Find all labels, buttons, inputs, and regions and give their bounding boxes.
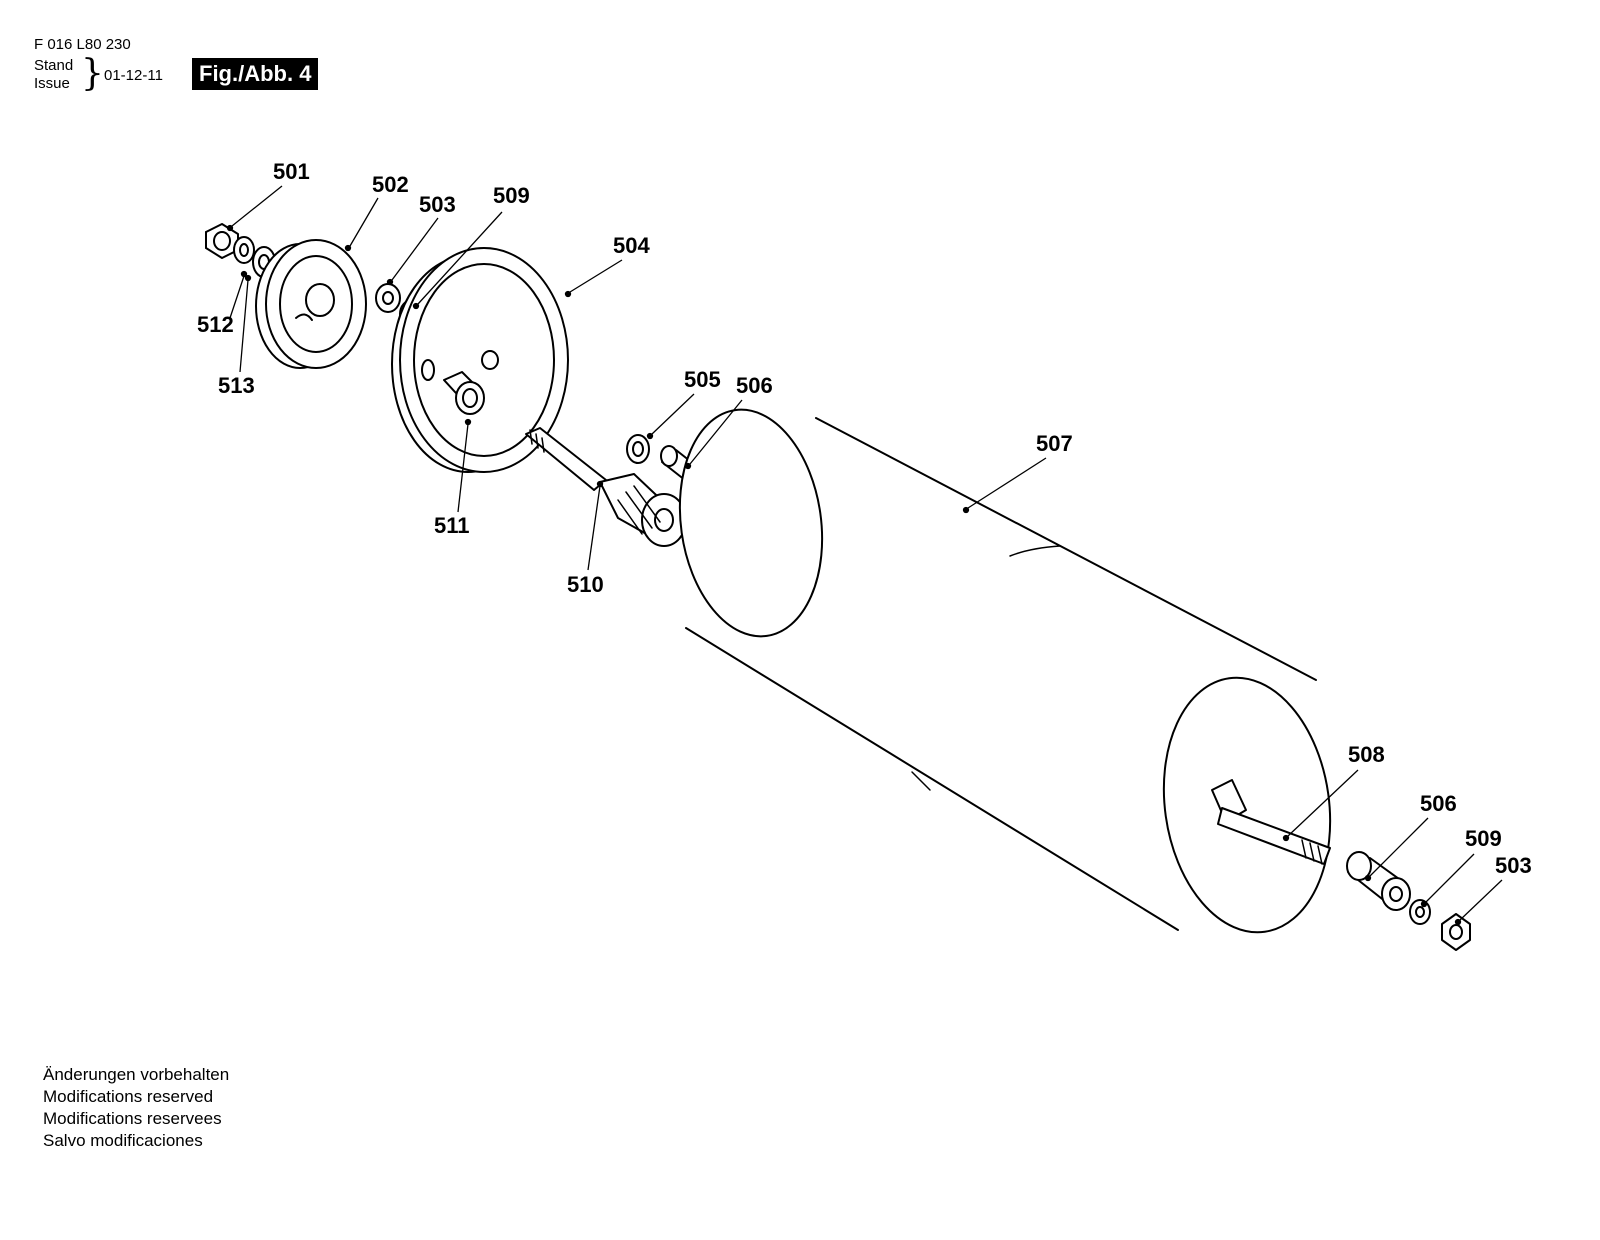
callout-507: 507 [1036, 431, 1073, 456]
callout-503-upper: 503 [419, 192, 456, 217]
brace-symbol: } [81, 53, 104, 94]
part-505-washer [626, 434, 650, 464]
issue-date: 01-12-11 [104, 67, 163, 84]
disclaimer-line-en: Modifications reserved [43, 1087, 214, 1106]
disclaimer-line-es: Salvo modificaciones [43, 1131, 203, 1150]
part-503-nut-lower [1441, 913, 1471, 951]
callout-509-lower: 509 [1465, 826, 1502, 851]
callout-506-upper: 506 [736, 373, 773, 398]
part-503-nut-upper [375, 283, 401, 313]
part-502-small-pulley [255, 239, 367, 369]
part-501-hex-nut [205, 223, 239, 259]
callout-505: 505 [684, 367, 721, 392]
part-506-sleeve-lower [1346, 851, 1411, 911]
disclaimer-line-de: Änderungen vorbehalten [43, 1065, 230, 1084]
callout-506-lower: 506 [1420, 791, 1457, 816]
callout-501: 501 [273, 159, 310, 184]
callout-512: 512 [197, 312, 234, 337]
callout-503-lower: 503 [1495, 853, 1532, 878]
part-number: F 016 L80 230 [34, 36, 131, 53]
part-511-bushing [443, 371, 485, 415]
stand-label: Stand [34, 57, 74, 74]
part-512-washer [233, 236, 255, 264]
callout-508: 508 [1348, 742, 1385, 767]
callout-511: 511 [434, 513, 470, 538]
part-508-axle [1211, 779, 1331, 865]
document-header: F 016 L80 230 Stand Issue } 01-12-11 Fig… [34, 34, 354, 94]
callout-509-upper: 509 [493, 183, 530, 208]
issue-label: Issue [34, 75, 70, 92]
callout-513: 513 [218, 373, 255, 398]
callout-510: 510 [567, 572, 604, 597]
part-510-shaft-gear [525, 427, 687, 547]
figure-label: Fig./Abb. 4 [192, 58, 319, 90]
callout-504: 504 [613, 233, 650, 258]
part-504-large-pulley [391, 247, 569, 473]
part-507-drum [678, 408, 1332, 934]
disclaimer-line-fr: Modifications reservees [43, 1109, 222, 1128]
disclaimer-footer: Änderungen vorbehalten Modifications res… [43, 1064, 229, 1152]
callout-502: 502 [372, 172, 409, 197]
